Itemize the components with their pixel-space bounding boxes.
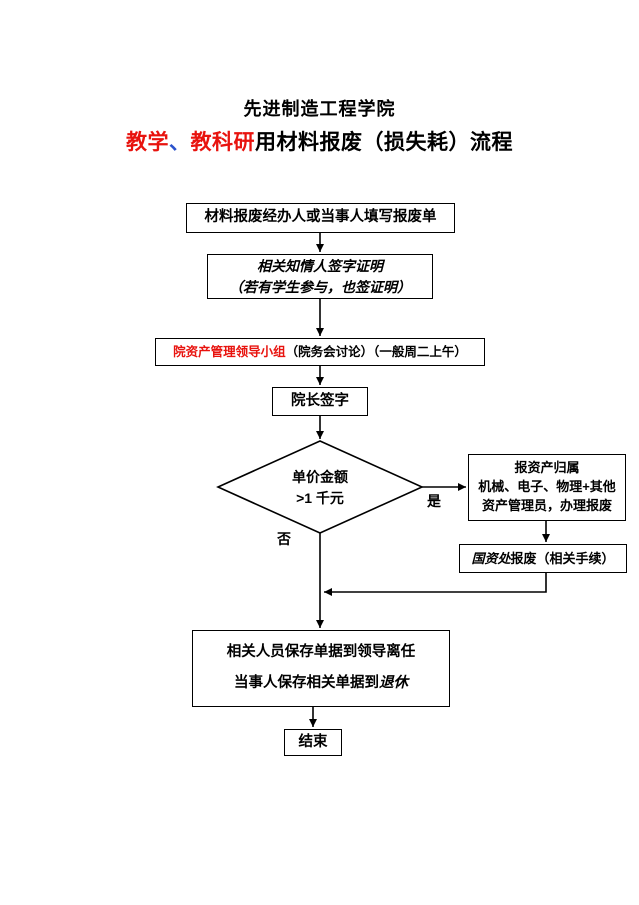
node-state-asset-office: 国资处报废（相关手续） [459,544,627,573]
node-dean-text: 院长签字 [291,392,349,409]
node-fill-form: 材料报废经办人或当事人填写报废单 [186,203,455,233]
node-archive-line1: 相关人员保存单据到领导离任 [226,643,416,660]
node-end: 结束 [284,729,342,756]
node-archive-line2: 当事人保存相关单据到退休 [234,675,408,692]
node-fill-form-text: 材料报废经办人或当事人填写报废单 [204,209,437,226]
node-leadership-text: 院资产管理领导小组（院务会讨论）（一般周二上午） [173,344,467,359]
node-witness-line1: 相关知情人签字证明 [257,258,383,275]
node-asset-manager-line3: 资产管理员，办理报废 [481,497,612,513]
node-asset-manager: 报资产归属 机械、电子、物理+其他 资产管理员，办理报废 [468,454,626,521]
decision-text: 单价金额 >1 千元 [240,460,400,516]
node-asset-manager-line2: 机械、电子、物理+其他 [478,479,616,495]
page-title: 先进制造工程学院 [243,99,396,119]
node-witness-sign: 相关知情人签字证明 （若有学生参与，也签证明） [207,254,433,299]
node-end-text: 结束 [298,733,328,750]
node-leadership-group: 院资产管理领导小组（院务会讨论）（一般周二上午） [155,338,485,366]
node-witness-line2: （若有学生参与，也签证明） [229,278,411,295]
decision-line1: 单价金额 [292,469,348,485]
branch-label-yes: 是 [427,493,441,509]
page-subtitle: 教学、教科研用材料报废（损失耗）流程 [126,131,513,154]
decision-line2: >1 千元 [296,490,344,506]
branch-label-no: 否 [277,531,291,547]
node-archive: 相关人员保存单据到领导离任 当事人保存相关单据到退休 [192,630,450,707]
node-state-asset-text: 国资处报废（相关手续） [471,550,615,566]
arrow-office-return [324,573,547,596]
connector-lines [216,232,550,727]
node-asset-manager-line1: 报资产归属 [514,460,580,476]
node-dean-sign: 院长签字 [272,387,368,416]
